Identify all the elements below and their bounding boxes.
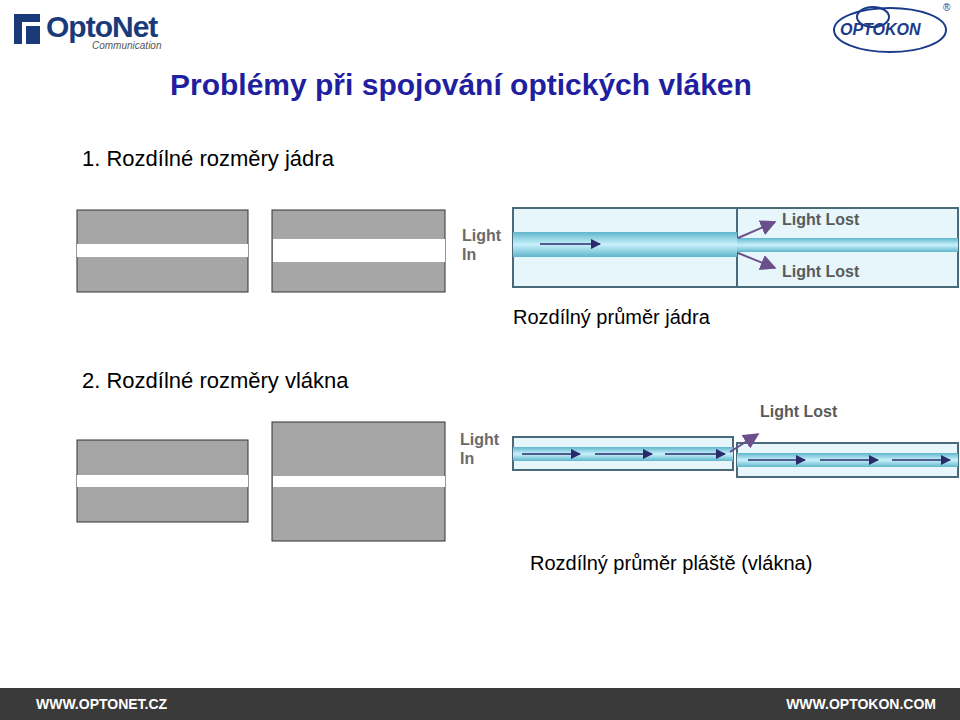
footer-band-ground <box>0 688 960 720</box>
light-lost-label: Light Lost <box>780 263 861 281</box>
registered-mark: ® <box>943 2 950 13</box>
logo-text: OptoNet <box>46 10 157 44</box>
cladding-mismatch-illustration <box>513 434 958 477</box>
core-mismatch-illustration <box>513 208 958 287</box>
slide-title: Problémy při spojování optických vláken <box>170 68 752 102</box>
footer-band: WWW.OPTONET.CZ WWW.OPTOKON.COM <box>0 688 960 720</box>
logo-text: OPTOKON <box>840 21 921 39</box>
light-in-label: Light In <box>462 226 506 264</box>
fiber-end-schematic <box>77 210 445 292</box>
section-heading: 1. Rozdílné rozměry jádra <box>82 146 334 172</box>
fiber-end-schematic <box>77 422 445 541</box>
figure-caption: Rozdílný průměr jádra <box>513 306 710 329</box>
light-lost-label: Light Lost <box>760 403 837 421</box>
section-heading: 2. Rozdílné rozměry vlákna <box>82 368 349 394</box>
optokon-logo-mark <box>834 7 946 52</box>
footer-url: WWW.OPTONET.CZ <box>36 696 167 712</box>
figure-caption: Rozdílný průměr pláště (vlákna) <box>530 552 812 575</box>
optonet-logo-icon <box>14 14 40 44</box>
footer-url: WWW.OPTOKON.COM <box>786 696 936 712</box>
light-lost-label: Light Lost <box>780 211 861 229</box>
light-in-label: Light In <box>460 430 504 468</box>
logo-subtext: Communication <box>92 40 161 51</box>
